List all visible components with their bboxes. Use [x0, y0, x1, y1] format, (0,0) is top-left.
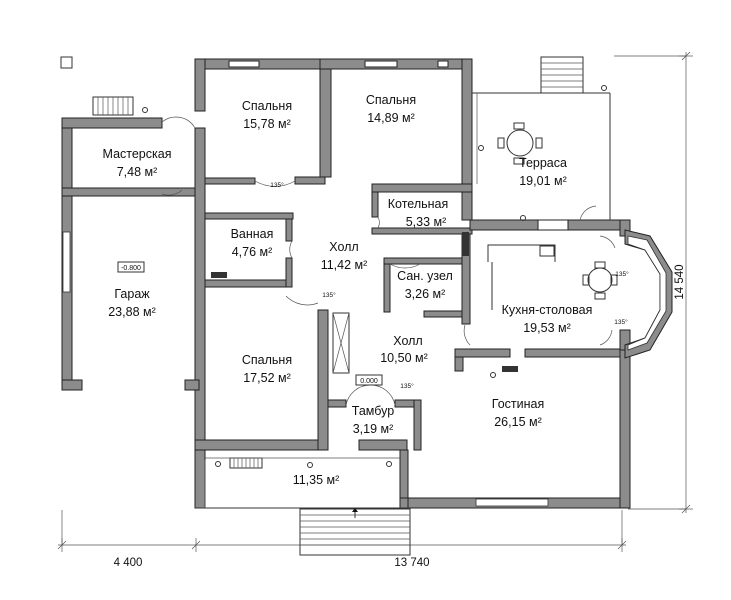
room-name: Гараж [114, 287, 150, 301]
dimension-bottom: 13 740 [394, 557, 429, 569]
room-name: Кухня-столовая [502, 303, 593, 317]
door-angle: 135° [270, 181, 284, 189]
room-name: Ванная [231, 227, 274, 241]
hall-level-box [355, 374, 383, 386]
room-area: 3,19 м² [353, 422, 394, 436]
room-name: Спальня [366, 93, 416, 107]
room-name: Терраса [519, 156, 567, 170]
room-area: 7,48 м² [117, 165, 158, 179]
door-swings [161, 116, 616, 406]
room-area: 17,52 м² [243, 371, 291, 385]
room-area: 3,26 м² [405, 287, 446, 301]
room-name: Гостиная [492, 397, 544, 411]
light-markers [142, 85, 607, 468]
room-area: 10,50 м² [380, 351, 428, 365]
room-area: 19,01 м² [519, 174, 567, 188]
legend-square [60, 56, 73, 69]
room-name: Спальня [242, 353, 292, 367]
room-name: Спальня [242, 99, 292, 113]
room-area: 4,76 м² [232, 245, 273, 259]
dimension-right: 14 540 [674, 264, 686, 299]
room-area: 5,33 м² [406, 215, 447, 229]
room-area: 26,15 м² [494, 415, 542, 429]
room-area: 23,88 м² [108, 305, 156, 319]
room-name: Холл [329, 240, 358, 254]
room-area: 14,89 м² [367, 111, 415, 125]
door-angle: 135° [322, 291, 336, 299]
radiators [211, 232, 518, 372]
room-name: Тамбур [352, 404, 394, 418]
garage-level-box [117, 261, 145, 273]
door-angle: 135° [614, 318, 628, 326]
room-name: Котельная [388, 197, 449, 211]
walls [61, 58, 673, 509]
room-area: 19,53 м² [523, 321, 571, 335]
room-area: 15,78 м² [243, 117, 291, 131]
room-name: Холл [393, 334, 422, 348]
dimension-left: 4 400 [114, 557, 143, 569]
room-name: Мастерская [103, 147, 172, 161]
room-name: Сан. узел [397, 269, 453, 283]
hall-level: 0.000 [360, 378, 378, 385]
kitchen-furniture [487, 244, 618, 310]
terrace-table [497, 122, 543, 165]
room-area: 11,42 м² [321, 258, 368, 272]
garage-level: -0.800 [121, 265, 141, 272]
terrace-outline [195, 92, 611, 509]
door-angle: 135° [615, 270, 629, 278]
porch-area: 11,35 м² [293, 473, 340, 487]
door-angle: 135° [400, 382, 414, 390]
